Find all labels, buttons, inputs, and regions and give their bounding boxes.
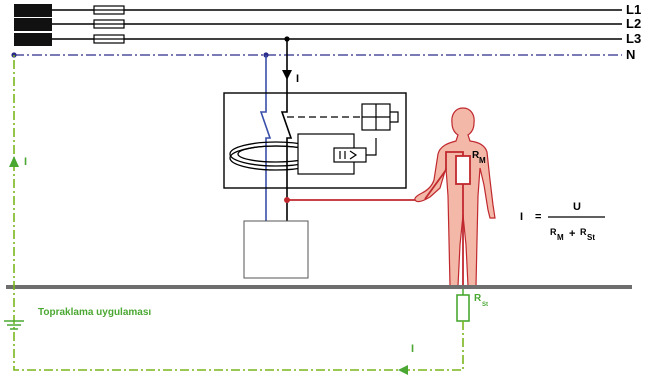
phase-fuses (93, 5, 125, 44)
formula-den-plus: + (569, 228, 575, 240)
earth-return-path (13, 55, 464, 371)
trip-relay-icon (339, 150, 358, 160)
formula-equals: = (535, 211, 541, 223)
device-neutral-conductor (259, 55, 272, 240)
label-l3: L3 (626, 31, 641, 46)
ground-surface (6, 285, 632, 289)
label-rm-sub: M (479, 156, 486, 165)
phase-conductors (52, 9, 622, 40)
formula-den-r1: R (550, 227, 557, 237)
ground-resistor (456, 294, 470, 322)
formula-den-sub1: M (557, 233, 564, 242)
body-resistor (455, 155, 471, 185)
label-rst-sub: St (482, 302, 488, 308)
label-rm: R (472, 150, 480, 161)
current-arrow-device (282, 70, 292, 80)
actuator-spring (390, 111, 399, 123)
phase-source-blocks (14, 4, 52, 46)
current-arrow-bottom (398, 365, 408, 375)
label-n: N (626, 47, 635, 62)
relay-to-actuator (366, 138, 377, 156)
label-rst: R (474, 293, 482, 304)
formula-lhs: I (520, 211, 523, 223)
rcd-housing (223, 92, 407, 189)
label-current-device: I (296, 73, 299, 85)
trip-relay-symbol (333, 147, 367, 163)
formula-den-r2: R (580, 227, 587, 237)
body-current-path (424, 151, 464, 200)
current-arrow-left (9, 156, 19, 167)
current-formula: I = U R M + R St (520, 201, 605, 242)
human-body (414, 107, 496, 287)
earth-ground-icon (4, 320, 24, 330)
label-l1: L1 (626, 2, 641, 17)
grounding-label: Topraklama uygulaması (38, 307, 151, 318)
formula-den-sub2: St (587, 233, 595, 242)
formula-numerator: U (573, 201, 581, 213)
label-l2: L2 (626, 16, 641, 31)
label-current-return: I (24, 156, 27, 168)
load-enclosure (243, 220, 309, 279)
device-phase-conductor (280, 39, 293, 240)
label-current-bottom: I (411, 343, 414, 355)
fault-node (284, 197, 290, 203)
